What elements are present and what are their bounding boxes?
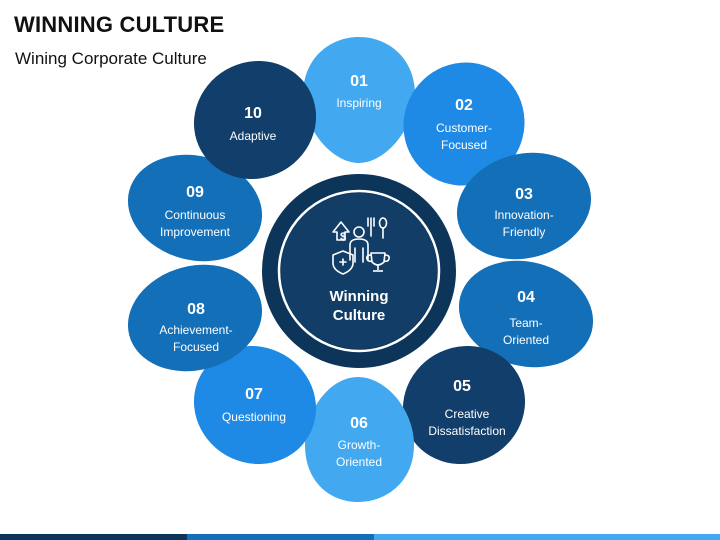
petal-06-shape — [305, 377, 414, 502]
petal-02-label-line2: Focused — [441, 138, 487, 152]
center-core — [281, 193, 437, 349]
petal-04: 04 Team- Oriented — [458, 260, 594, 368]
petal-03: 03 Innovation- Friendly — [456, 152, 592, 260]
petal-02-number: 02 — [455, 97, 473, 114]
petal-08-label-line2: Focused — [173, 340, 219, 354]
petal-04-number: 04 — [517, 289, 535, 306]
petal-06-label-line2: Oriented — [336, 455, 382, 469]
petal-05: 05 Creative Dissatisfaction — [402, 345, 526, 465]
petal-05-shape — [402, 345, 526, 465]
petal-03-label-line1: Innovation- — [494, 208, 553, 222]
petal-07-shape — [193, 345, 317, 465]
growth-icon — [332, 221, 350, 241]
center-label-line1: Winning — [329, 288, 388, 305]
trophy-icon — [366, 252, 390, 272]
petal-10-number: 10 — [244, 105, 262, 122]
petal-01-label-line1: Inspiring — [336, 96, 381, 110]
fork-spoon-icon — [367, 217, 388, 239]
center-white-ring — [277, 189, 441, 353]
footer-bar-segment-3 — [374, 534, 720, 540]
petal-08-shape — [127, 264, 263, 372]
petal-09: 09 Continuous Improvement — [127, 154, 263, 262]
petal-09-number: 09 — [186, 184, 204, 201]
svg-text:$: $ — [340, 231, 346, 243]
petal-04-label-line1: Team- — [509, 316, 542, 330]
petal-10-shape — [193, 60, 317, 180]
petal-09-label-line1: Continuous — [165, 208, 226, 222]
petal-07: 07 Questioning — [193, 345, 317, 465]
petal-06-number: 06 — [350, 415, 368, 432]
petal-10-label-line1: Adaptive — [230, 129, 277, 143]
center-hub: $ Winning Culture — [262, 174, 456, 368]
page-subtitle: Wining Corporate Culture — [15, 49, 207, 68]
petal-06-label-line1: Growth- — [338, 438, 381, 452]
petal-03-number: 03 — [515, 186, 533, 203]
petal-02-label-line1: Customer- — [436, 121, 492, 135]
petal-06: 06 Growth- Oriented — [305, 377, 414, 502]
petals-group: 01 Inspiring 02 Customer- Focused 03 Inn… — [127, 37, 594, 502]
petal-05-label-line2: Dissatisfaction — [428, 424, 505, 438]
petal-08: 08 Achievement- Focused — [127, 264, 263, 372]
petal-04-shape — [458, 260, 594, 368]
footer-bar-segment-2 — [187, 534, 375, 540]
footer-bar-segment-1 — [0, 534, 188, 540]
center-label-line2: Culture — [333, 307, 386, 324]
petal-08-label-line1: Achievement- — [159, 323, 232, 337]
page-title: WINNING CULTURE — [14, 12, 225, 37]
shield-cross-icon — [332, 250, 354, 275]
petal-01: 01 Inspiring — [303, 37, 415, 163]
petal-01-shape — [303, 37, 415, 163]
petal-08-number: 08 — [187, 301, 205, 318]
petal-07-number: 07 — [245, 386, 263, 403]
petal-04-label-line2: Oriented — [503, 333, 549, 347]
petal-03-shape — [456, 152, 592, 260]
petal-01-number: 01 — [350, 73, 368, 90]
dollar-icon: $ — [340, 231, 346, 243]
petal-02: 02 Customer- Focused — [403, 62, 525, 186]
petal-05-label-line1: Creative — [445, 407, 490, 421]
petal-09-label-line2: Improvement — [160, 225, 231, 239]
petal-09-shape — [127, 154, 263, 262]
footer-color-bar — [0, 534, 720, 540]
person-icon — [349, 226, 369, 263]
petal-07-label-line1: Questioning — [222, 410, 286, 424]
petal-10: 10 Adaptive — [193, 60, 317, 180]
petal-02-shape — [403, 62, 525, 186]
petal-05-number: 05 — [453, 378, 471, 395]
petal-03-label-line2: Friendly — [503, 225, 546, 239]
